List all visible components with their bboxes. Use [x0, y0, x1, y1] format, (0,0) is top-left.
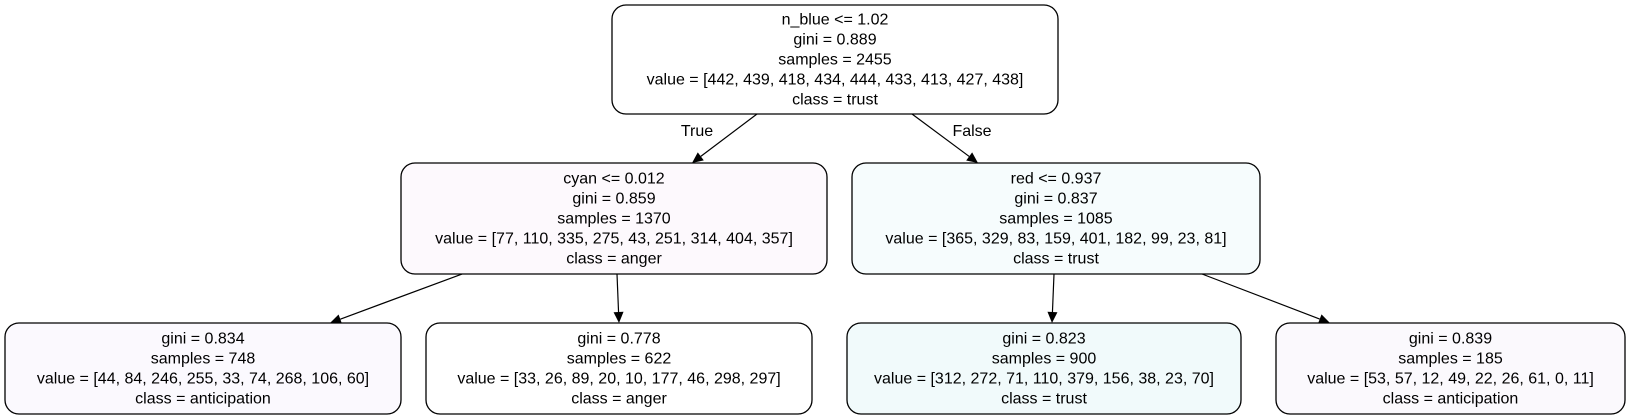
edges-layer: True False — [330, 113, 1330, 324]
edge-line — [340, 273, 463, 320]
arrowhead-icon — [692, 152, 704, 163]
node-box — [4, 322, 402, 415]
arrowhead-icon — [966, 152, 978, 163]
node-line: samples = 2455 — [778, 52, 892, 69]
nodes-layer: n_blue <= 1.02 gini = 0.889 samples = 2455… — [4, 4, 1626, 415]
node-line: value = [442, 439, 418, 434, 444, 433, 4… — [647, 72, 1024, 89]
node-line: gini = 0.859 — [572, 191, 655, 208]
tree-node-right-right: gini = 0.839 samples = 185 value = [53, 57… — [1275, 322, 1626, 415]
arrowhead-icon — [1047, 311, 1058, 323]
node-line: value = [77, 110, 335, 275, 43, 251, 314… — [435, 231, 793, 248]
edge-line — [911, 113, 970, 157]
edge-left-to-left-right — [613, 273, 624, 323]
node-line: samples = 748 — [151, 351, 256, 368]
edge-root-to-right: False — [911, 113, 992, 163]
node-box — [425, 322, 813, 415]
node-line: class = anticipation — [1383, 391, 1519, 408]
edge-line — [1201, 273, 1320, 320]
node-line: n_blue <= 1.02 — [782, 12, 889, 29]
node-line: value = [33, 26, 89, 20, 10, 177, 46, 29… — [457, 371, 780, 388]
edge-right-to-right-left — [1047, 273, 1058, 323]
tree-node-right: red <= 0.937 gini = 0.837 samples = 1085 va… — [851, 162, 1261, 275]
node-line: value = [44, 84, 246, 255, 33, 74, 268, … — [37, 371, 369, 388]
edge-root-to-left: True — [681, 113, 758, 163]
node-line: samples = 900 — [992, 351, 1097, 368]
arrowhead-icon — [330, 314, 343, 324]
node-box — [400, 162, 828, 275]
node-line: samples = 622 — [567, 351, 672, 368]
node-line: class = anger — [566, 251, 662, 268]
edge-label-true: True — [681, 123, 713, 140]
node-line: class = anticipation — [135, 391, 271, 408]
node-line: samples = 185 — [1398, 351, 1503, 368]
node-line: class = trust — [1001, 391, 1087, 408]
edge-line — [700, 113, 758, 157]
node-box — [1275, 322, 1626, 415]
arrowhead-icon — [1317, 314, 1330, 324]
tree-node-left-right: gini = 0.778 samples = 622 value = [33, 26… — [425, 322, 813, 415]
node-line: class = trust — [792, 92, 878, 109]
node-line: gini = 0.889 — [793, 32, 876, 49]
node-line: class = trust — [1013, 251, 1099, 268]
tree-node-root: n_blue <= 1.02 gini = 0.889 samples = 2455… — [611, 4, 1059, 115]
node-box — [846, 322, 1242, 415]
edge-right-to-right-right — [1201, 273, 1330, 324]
node-line: gini = 0.823 — [1002, 331, 1085, 348]
arrowhead-icon — [613, 311, 624, 323]
node-line: gini = 0.839 — [1409, 331, 1492, 348]
tree-node-left: cyan <= 0.012 gini = 0.859 samples = 1370 v… — [400, 162, 828, 275]
node-line: class = anger — [571, 391, 667, 408]
node-line: gini = 0.834 — [161, 331, 244, 348]
node-line: samples = 1085 — [999, 211, 1113, 228]
node-line: red <= 0.937 — [1011, 171, 1102, 188]
node-line: gini = 0.837 — [1014, 191, 1097, 208]
node-box — [851, 162, 1261, 275]
edge-line — [616, 273, 620, 313]
edge-label-false: False — [952, 123, 991, 140]
node-line: cyan <= 0.012 — [563, 171, 665, 188]
tree-node-right-left: gini = 0.823 samples = 900 value = [312, 2… — [846, 322, 1242, 415]
edge-left-to-left-left — [330, 273, 463, 324]
node-line: value = [312, 272, 71, 110, 379, 156, 38… — [874, 371, 1214, 388]
node-line: gini = 0.778 — [577, 331, 660, 348]
edge-line — [1051, 273, 1055, 313]
tree-node-left-left: gini = 0.834 samples = 748 value = [44, 84… — [4, 322, 402, 415]
node-line: value = [53, 57, 12, 49, 22, 26, 61, 0, … — [1307, 371, 1594, 388]
node-line: samples = 1370 — [557, 211, 671, 228]
node-box — [611, 4, 1059, 115]
node-line: value = [365, 329, 83, 159, 401, 182, 99… — [885, 231, 1226, 248]
